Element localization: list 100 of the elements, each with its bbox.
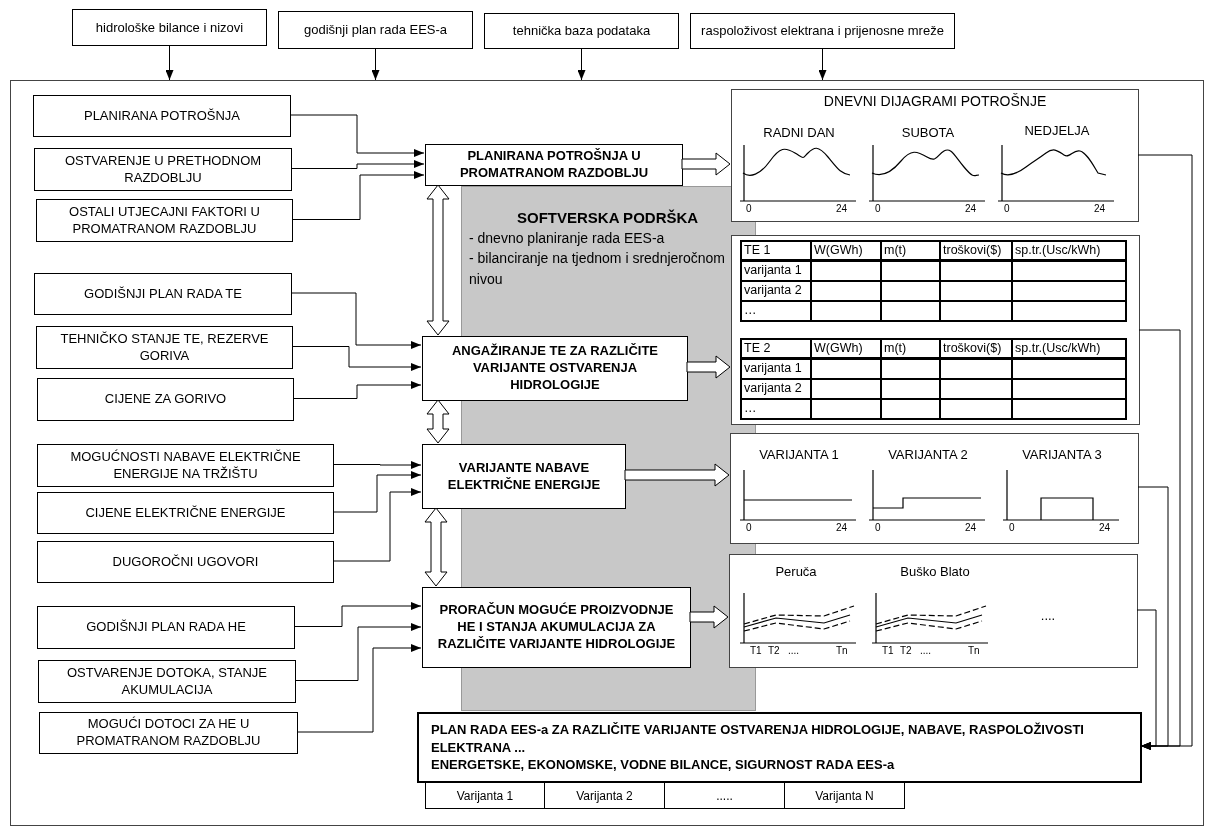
box-text: OSTVARENJE DOTOKA, STANJE AKUMULACIJA <box>65 664 269 699</box>
chart-title: Peruča <box>775 565 817 578</box>
chart-title: NEDJELJA <box>1024 124 1090 137</box>
column-header: troškovi($) <box>941 340 1013 360</box>
column-header: m(t) <box>882 242 941 262</box>
hollow-arrow <box>624 463 730 487</box>
tick-label: 24 <box>836 204 848 214</box>
arrow <box>292 381 422 399</box>
arrow <box>1136 609 1157 750</box>
box-text: hidrološke bilance i nizovi <box>95 18 244 37</box>
input-box <box>33 95 291 137</box>
tick-label: T1 <box>882 646 894 656</box>
tick-label: 0 <box>1004 204 1010 214</box>
tick-label: 0 <box>875 204 881 214</box>
box-text: VARIJANTE NABAVE ELEKTRIČNE ENERGIJE <box>446 459 602 494</box>
box-text: OSTVARENJE U PRETHODNOM RAZDOBLJU <box>63 152 263 187</box>
column-header: TE 1 <box>742 242 812 262</box>
row-header: varijanta 1 <box>742 262 812 282</box>
chart-title: VARIJANTA 2 <box>888 448 968 461</box>
box-text: ENERGETSKE, EKONOMSKE, VODNE BILANCE, SIGURNOST RADA EES-a <box>431 756 896 774</box>
row-header: varijanta 2 <box>742 380 812 400</box>
variant-cell: Varijanta N <box>785 783 905 809</box>
input-box <box>34 148 292 191</box>
tick-label: 24 <box>965 523 977 533</box>
arrow <box>1137 154 1193 750</box>
tick-label: T1 <box>750 646 762 656</box>
arrow <box>290 292 422 349</box>
box-text: PLAN RADA EES-a ZA RAZLIČITE VARIJANTE OSTVARENJA HIDROLOGIJE, NABAVE, RASPOLOŽIVOSTI ELEKTRANA ... <box>431 721 1085 757</box>
tick-label: 24 <box>836 523 848 533</box>
arrow <box>332 488 422 562</box>
box-text: MOGUĆI DOTOCI ZA HE U PROMATRANOM RAZDOBLJU <box>75 716 262 750</box>
chart-title: SUBOTA <box>901 126 955 139</box>
input-box <box>38 660 296 703</box>
row-header: varijanta 1 <box>742 360 812 380</box>
input-box <box>39 712 298 754</box>
arrow <box>291 171 425 220</box>
process-box <box>422 587 691 668</box>
chart-title: VARIJANTA 3 <box>1022 448 1102 461</box>
column-header: m(t) <box>882 340 941 360</box>
input-box <box>72 9 267 46</box>
arrow <box>1138 329 1181 750</box>
tick-label: Tn <box>968 646 980 656</box>
chart-title: .... <box>1040 609 1056 622</box>
variant-cell: Varijanta 1 <box>425 783 545 809</box>
box-text: godišnji plan rada EES-a <box>303 21 448 40</box>
panel-text: - bilanciranje na tjednom i srednjeročnom nivou <box>469 249 727 289</box>
box-text: GODIŠNJI PLAN RADA TE <box>84 285 242 303</box>
tick-label: 0 <box>1009 523 1015 533</box>
tick-label: 24 <box>1099 523 1111 533</box>
tick-label: .... <box>920 646 932 656</box>
input-box <box>37 606 295 649</box>
tick-label: Tn <box>836 646 848 656</box>
box-text: CIJENE ZA GORIVO <box>104 391 227 408</box>
column-header: sp.tr.(Usc/kWh) <box>1013 242 1127 262</box>
box-text: PRORAČUN MOGUĆE PROIZVODNJE HE I STANJA AKUMULACIJA ZA RAZLIČITE VARIJANTE HIDROLOGIJE <box>436 602 677 653</box>
input-box <box>37 444 334 487</box>
arrow <box>293 602 422 627</box>
variant-cell: Varijanta 2 <box>545 783 665 809</box>
hollow-arrow <box>424 507 448 587</box>
box-text: PLANIRANA POTROŠNJA U PROMATRANOM RAZDOBLJU <box>458 148 650 182</box>
process-box <box>422 444 626 509</box>
box-text: DUGOROČNI UGOVORI <box>112 553 259 571</box>
box-text: GODIŠNJI PLAN RADA HE <box>86 619 246 636</box>
variant-cell: ..... <box>665 783 785 809</box>
frame-box <box>10 80 1204 826</box>
input-box <box>37 378 294 421</box>
result-box <box>417 712 1142 783</box>
arrow <box>294 623 422 681</box>
tick-label: 0 <box>746 204 752 214</box>
column-header: W(GWh) <box>812 340 882 360</box>
tick-label: 0 <box>746 523 752 533</box>
column-header: W(GWh) <box>812 242 882 262</box>
input-box <box>690 13 955 49</box>
box-text: OSTALI UTJECAJNI FAKTORI U PROMATRANOM RAZDOBLJU <box>68 203 261 238</box>
tick-label: T2 <box>768 646 780 656</box>
row-header: … <box>742 400 812 420</box>
input-box <box>37 541 334 583</box>
panel-text: - dnevno planiranje rada EES-a <box>469 229 666 248</box>
column-header: TE 2 <box>742 340 812 360</box>
arrow <box>165 45 174 81</box>
arrow <box>818 48 827 81</box>
arrow <box>296 644 422 733</box>
column-header: troškovi($) <box>941 242 1013 262</box>
chart-panel <box>729 554 1138 668</box>
arrow <box>332 461 422 469</box>
column-header: sp.tr.(Usc/kWh) <box>1013 340 1127 360</box>
input-box <box>484 13 679 49</box>
hollow-arrow <box>689 605 729 629</box>
input-box <box>36 199 293 242</box>
arrow <box>1137 486 1169 750</box>
arrow <box>371 48 380 81</box>
row-header: … <box>742 302 812 322</box>
tick-label: 24 <box>1094 204 1106 214</box>
box-text: CIJENE ELEKTRIČNE ENERGIJE <box>85 504 286 522</box>
chart-title: VARIJANTA 1 <box>759 448 839 461</box>
chart-title: RADNI DAN <box>763 126 835 139</box>
input-box <box>36 326 293 369</box>
box-text: TEHNIČKO STANJE TE, REZERVE GORIVA <box>59 330 270 365</box>
panel-title: SOFTVERSKA PODRŠKA <box>516 208 700 228</box>
table-panel <box>731 235 1140 425</box>
